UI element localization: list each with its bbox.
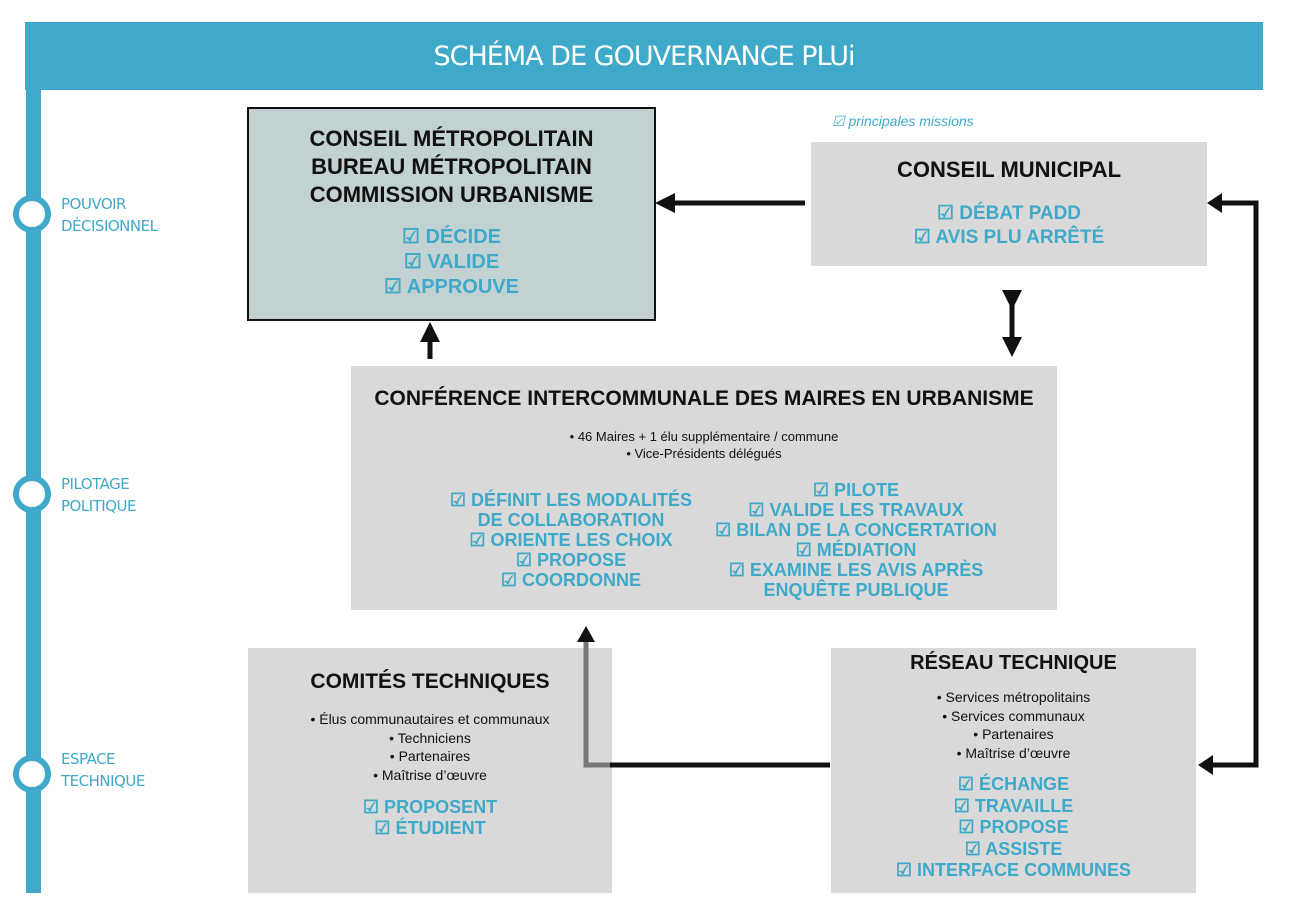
member-item: • Maîtrise d’œuvre bbox=[373, 766, 487, 783]
level-timeline-bar bbox=[26, 22, 41, 893]
box-comites-techniques: COMITÉS TECHNIQUES • Élus communautaires… bbox=[248, 648, 612, 893]
member-item: • Partenaires bbox=[389, 748, 471, 764]
box-title: CONFÉRENCE INTERCOMMUNALE DES MAIRES EN … bbox=[374, 387, 1034, 410]
mission-item: ☑ VALIDE LES TRAVAUX bbox=[748, 500, 964, 520]
missions-list-right: ☑ PILOTE ☑ VALIDE LES TRAVAUX ☑ BILAN DE… bbox=[706, 480, 1006, 600]
mission-item: DE COLLABORATION bbox=[477, 510, 665, 530]
level-label-line: POUVOIR bbox=[61, 195, 126, 213]
box-conseil-metropolitain: CONSEIL MÉTROPOLITAIN BUREAU MÉTROPOLITA… bbox=[247, 107, 656, 321]
mission-item: ☑ MÉDIATION bbox=[795, 540, 917, 560]
box-title-line: COMMISSION URBANISME bbox=[309, 182, 594, 207]
mission-item: ☑ DÉBAT PADD bbox=[936, 203, 1082, 224]
member-item: • 46 Maires + 1 élu supplémentaire / com… bbox=[569, 429, 839, 444]
mission-item: ENQUÊTE PUBLIQUE bbox=[763, 580, 949, 600]
level-node-politique bbox=[13, 475, 51, 513]
missions-list-left: ☑ DÉFINIT LES MODALITÉS DE COLLABORATION… bbox=[411, 490, 731, 590]
members-list: • Élus communautaires et communaux • Tec… bbox=[248, 710, 612, 784]
missions-list: ☑ DÉCIDE ☑ VALIDE ☑ APPROUVE bbox=[249, 225, 654, 300]
bracket-municipal-reseau bbox=[1208, 200, 1259, 768]
legend-principales-missions: ☑ principales missions bbox=[832, 113, 974, 129]
mission-item: ☑ PROPOSE bbox=[958, 817, 1069, 837]
mission-item: ☑ PILOTE bbox=[812, 480, 900, 500]
level-node-decisionnel bbox=[13, 195, 51, 233]
member-item: • Services communaux bbox=[942, 707, 1085, 724]
arrowhead bbox=[1207, 193, 1222, 213]
level-label-line: POLITIQUE bbox=[61, 497, 136, 515]
box-title-line: CONSEIL MÉTROPOLITAIN bbox=[309, 126, 594, 151]
mission-item: ☑ TRAVAILLE bbox=[953, 795, 1074, 816]
mission-item: ☑ VALIDE bbox=[403, 251, 500, 273]
member-item: • Techniciens bbox=[389, 729, 471, 746]
member-item: • Services métropolitains bbox=[936, 689, 1091, 705]
box-reseau-technique: RÉSEAU TECHNIQUE • Services métropolitai… bbox=[831, 648, 1196, 893]
level-label-technique: ESPACE TECHNIQUE bbox=[61, 748, 145, 792]
member-item: • Partenaires bbox=[973, 726, 1054, 742]
line-comites-to-conference bbox=[583, 640, 610, 768]
level-node-technique bbox=[13, 755, 51, 793]
box-title: CONSEIL MUNICIPAL bbox=[896, 157, 1122, 182]
mission-item: ☑ ASSISTE bbox=[964, 838, 1063, 859]
mission-item: ☑ EXAMINE LES AVIS APRÈS bbox=[728, 560, 984, 580]
level-label-line: TECHNIQUE bbox=[61, 772, 145, 790]
mission-item: ☑ INTERFACE COMMUNES bbox=[895, 860, 1132, 880]
missions-list: ☑ PROPOSENT ☑ ÉTUDIENT bbox=[248, 797, 612, 839]
mission-item: ☑ PROPOSENT bbox=[362, 797, 498, 817]
members-list: • Services métropolitains • Services com… bbox=[831, 688, 1196, 762]
members-list: • 46 Maires + 1 élu supplémentaire / com… bbox=[351, 428, 1057, 462]
mission-item: ☑ COORDONNE bbox=[500, 570, 642, 590]
mission-item: ☑ AVIS PLU ARRÊTÉ bbox=[913, 227, 1105, 248]
mission-item: ☑ ÉTUDIENT bbox=[374, 818, 486, 838]
missions-list: ☑ DÉBAT PADD ☑ AVIS PLU ARRÊTÉ bbox=[811, 202, 1207, 250]
mission-item: ☑ APPROUVE bbox=[384, 276, 519, 298]
member-item: • Élus communautaires et communaux bbox=[310, 711, 550, 727]
member-item: • Vice-Présidents délégués bbox=[626, 446, 782, 461]
missions-list: ☑ ÉCHANGE ☑ TRAVAILLE ☑ PROPOSE ☑ ASSIST… bbox=[831, 774, 1196, 882]
mission-item: ☑ ORIENTE LES CHOIX bbox=[469, 530, 673, 550]
mission-item: ☑ DÉCIDE bbox=[401, 226, 502, 248]
box-titles: CONSEIL MÉTROPOLITAIN BUREAU MÉTROPOLITA… bbox=[249, 125, 654, 209]
level-label-line: PILOTAGE bbox=[61, 475, 130, 493]
member-item: • Maîtrise d’œuvre bbox=[956, 744, 1071, 761]
box-conference-maires: CONFÉRENCE INTERCOMMUNALE DES MAIRES EN … bbox=[351, 366, 1057, 610]
mission-item: ☑ DÉFINIT LES MODALITÉS bbox=[449, 490, 693, 510]
mission-item: ☑ ÉCHANGE bbox=[957, 774, 1070, 794]
level-label-line: ESPACE bbox=[61, 750, 116, 768]
arrowhead bbox=[577, 626, 595, 642]
mission-item: ☑ PROPOSE bbox=[515, 550, 627, 570]
level-label-line: DÉCISIONNEL bbox=[61, 217, 158, 235]
arrowhead bbox=[1198, 755, 1213, 775]
box-title: COMITÉS TECHNIQUES bbox=[310, 670, 550, 693]
level-label-politique: PILOTAGE POLITIQUE bbox=[61, 473, 136, 517]
box-title: RÉSEAU TECHNIQUE bbox=[910, 652, 1117, 674]
level-label-decisionnel: POUVOIR DÉCISIONNEL bbox=[61, 193, 158, 237]
diagram-title: SCHÉMA DE GOUVERNANCE PLUi bbox=[25, 22, 1263, 90]
box-conseil-municipal: CONSEIL MUNICIPAL ☑ DÉBAT PADD ☑ AVIS PL… bbox=[811, 142, 1207, 266]
box-title-line: BUREAU MÉTROPOLITAIN bbox=[311, 154, 592, 179]
mission-item: ☑ BILAN DE LA CONCERTATION bbox=[715, 520, 997, 540]
